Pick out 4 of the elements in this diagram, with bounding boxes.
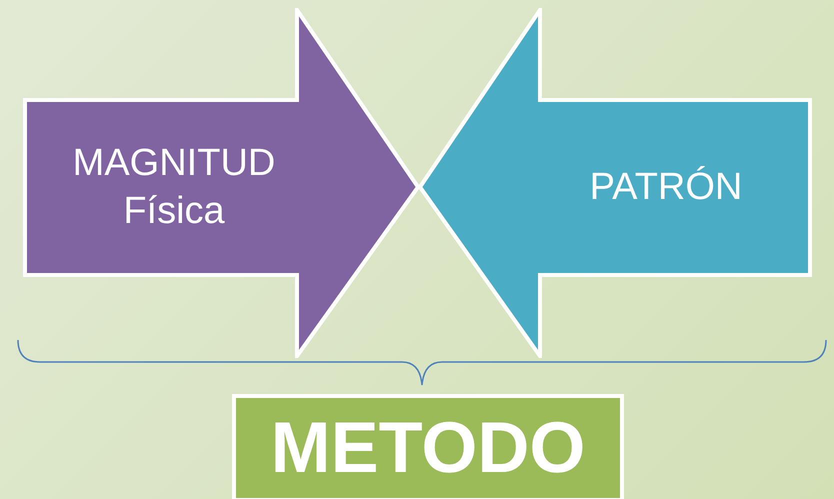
method-box [232, 394, 624, 499]
box-label: METODO [270, 412, 586, 484]
node-label: PATRÓN [590, 164, 742, 210]
node-label: MAGNITUD Física [72, 141, 276, 234]
